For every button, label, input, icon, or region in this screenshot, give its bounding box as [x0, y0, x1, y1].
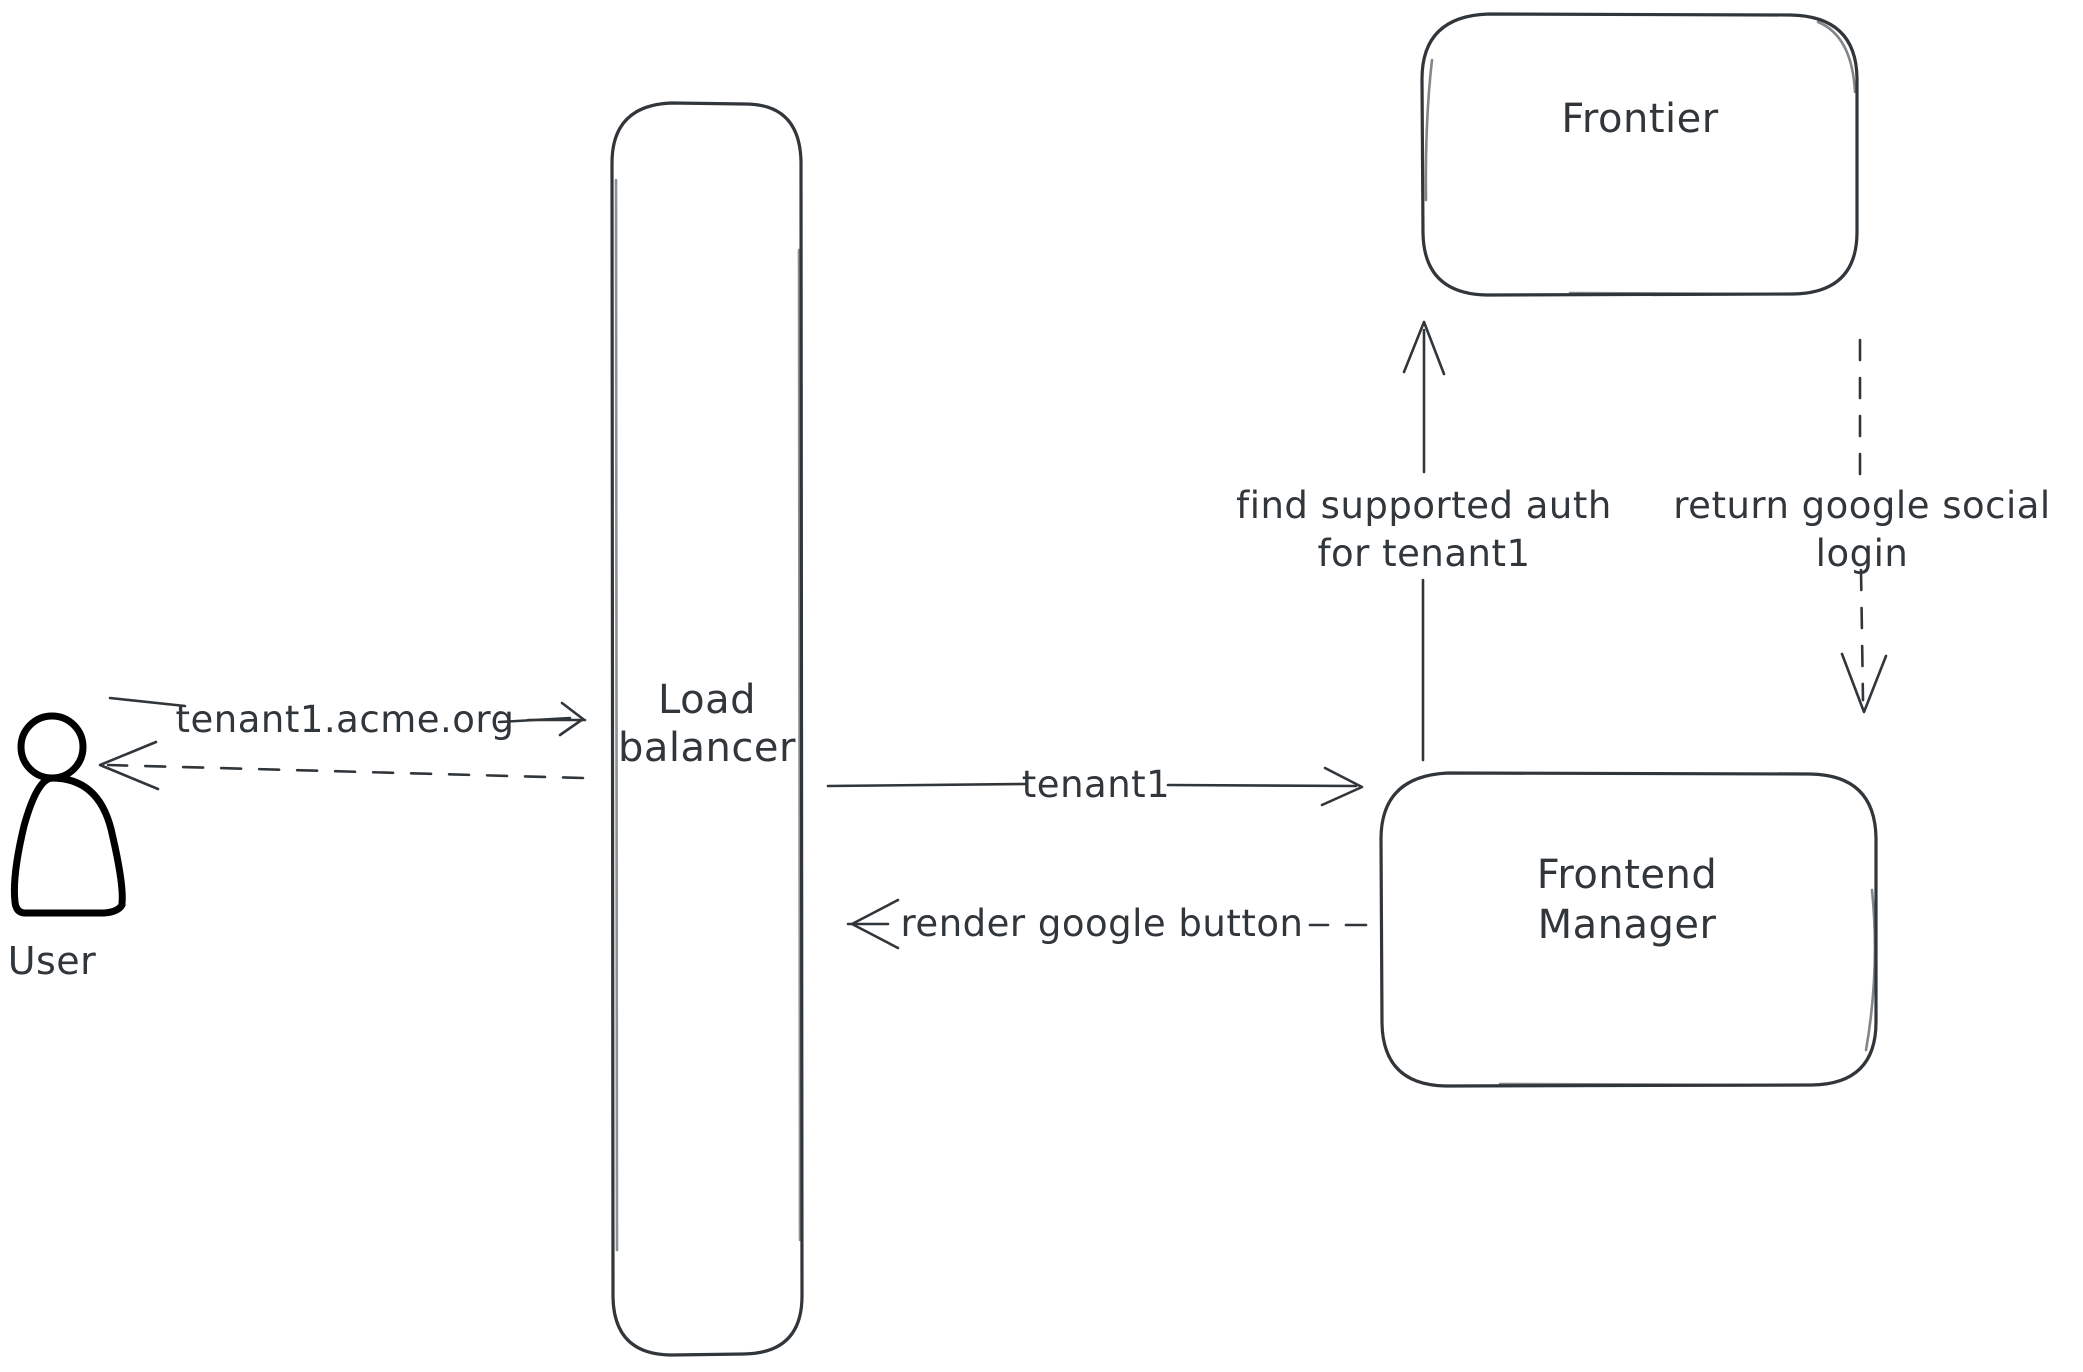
edge-label-tenant1: tenant1: [1022, 763, 1170, 806]
edge-user-to-load-balancer[interactable]: tenant1.acme.org: [108, 696, 587, 741]
node-label-frontier: Frontier: [1561, 96, 1718, 142]
actor-label-user: User: [8, 939, 97, 983]
edge-label-find-supported-auth-line1: find supported auth: [1236, 484, 1612, 527]
node-label-load-balancer-line1: Load: [658, 677, 756, 723]
edge-label-return-google-social-line1: return google social: [1673, 484, 2050, 527]
user-head-icon: [17, 712, 87, 782]
node-frontend-manager[interactable]: Frontend Manager: [1379, 771, 1878, 1088]
node-frontier[interactable]: Frontier: [1420, 12, 1859, 297]
user-body-icon: [10, 774, 126, 917]
node-label-frontend-manager-line2: Manager: [1538, 902, 1717, 948]
actor-user[interactable]: User: [8, 712, 126, 983]
edge-label-return-google-social-line2: login: [1816, 532, 1909, 575]
edge-load-balancer-to-frontend-manager[interactable]: tenant1: [826, 763, 1364, 807]
edge-frontier-to-frontend-manager[interactable]: return google social login: [1673, 338, 2050, 714]
edge-label-find-supported-auth-line2: for tenant1: [1317, 532, 1530, 575]
node-label-load-balancer-line2: balancer: [618, 725, 796, 771]
node-label-frontend-manager-line1: Frontend: [1537, 852, 1718, 898]
edge-frontend-manager-to-load-balancer[interactable]: render google button: [846, 898, 1368, 950]
edge-label-render-google-button: render google button: [901, 902, 1304, 945]
edge-label-tenant1-acme-org: tenant1.acme.org: [176, 698, 515, 741]
node-load-balancer[interactable]: Load balancer: [610, 101, 804, 1357]
edge-load-balancer-to-user[interactable]: [98, 740, 585, 791]
edge-frontend-manager-to-frontier[interactable]: find supported auth for tenant1: [1236, 320, 1612, 762]
